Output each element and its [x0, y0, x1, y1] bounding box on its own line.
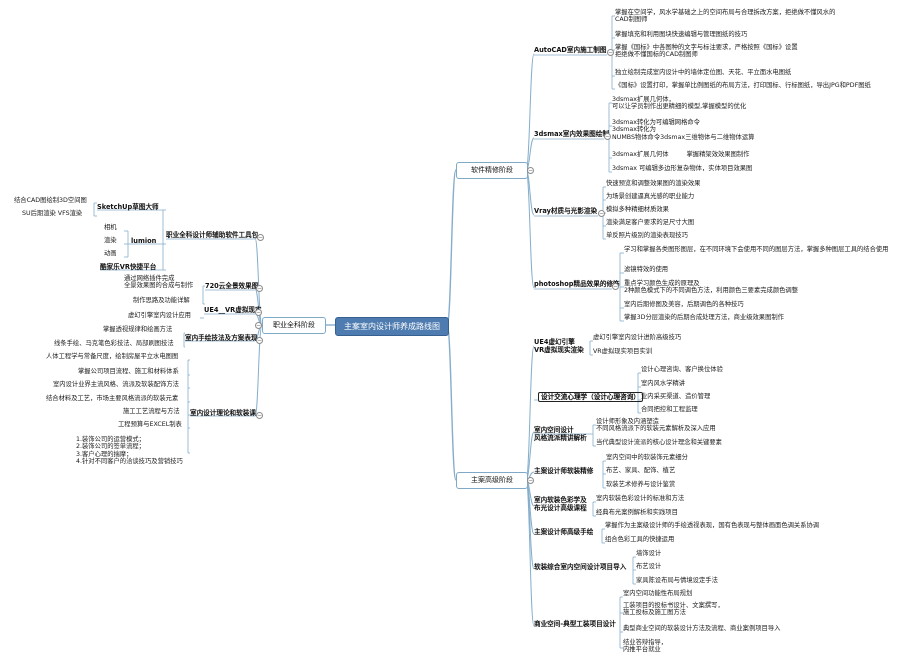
theory-item-2: 掌握公司项目流程、施工和材料体系	[78, 368, 179, 375]
topic-lumion[interactable]: lumion	[131, 237, 157, 245]
color-item-1: 室内软装色彩设计的标准和方法	[596, 495, 685, 502]
lumion-item-2: 渲染	[104, 237, 117, 244]
topic-advanced-hand[interactable]: 主案设计师高级手绘	[534, 528, 594, 536]
combo-item-2: 布艺设计	[636, 563, 662, 570]
collapse-toggle-vray[interactable]: −	[598, 210, 605, 217]
topic-soft-decoration[interactable]: 主案设计师软装精修	[534, 467, 594, 475]
commercial-item-4: 结业答辩指导， 内推平台就业	[623, 639, 668, 654]
psych-item-3: 业内采买渠道、造价管理	[641, 393, 711, 400]
topic-aux-tools[interactable]: 职业全科设计师辅助软件工具包	[166, 231, 259, 239]
topic-hand-drawing[interactable]: 室内手绘技法及方案表现	[185, 334, 258, 342]
ue4vr-item-2: VR虚拟现实项目实训	[593, 348, 653, 355]
ps-item-1: 学习和掌握各类图形图层，在不同环境下会使用不同的图层方法，掌握多种图层工具的结合…	[624, 246, 889, 253]
topic-design-theory[interactable]: 室内设计理论和软装课	[190, 409, 256, 417]
vray-item-1: 快速预览和调整效果图的渲染效果	[606, 180, 701, 187]
psych-item-2: 室内风水学精讲	[641, 380, 686, 387]
autocad-item-4: 独立绘制完成室内设计中的墙体定位图、天花、平立面水电图纸	[615, 69, 792, 76]
ps-item-4: 室内后期修图及美容，后期调色的各种技巧	[624, 301, 744, 308]
collapse-toggle-3dsmax[interactable]: −	[604, 133, 611, 140]
topic-autocad[interactable]: AutoCAD室内施工制图	[534, 46, 607, 54]
topic-sketchup[interactable]: SketchUp草图大师	[97, 203, 159, 211]
theory-item-4: 结合材料及工艺，市场主要风格流派的软装元素	[46, 395, 179, 402]
softmain-item-2: 布艺、家具、配饰、植艺	[606, 467, 676, 474]
branch-software[interactable]: 软件精修阶段	[456, 162, 528, 179]
hand-item-2: 线条手绘、马克笔色彩技法、局部刷图技法	[54, 340, 174, 347]
color-item-2: 经典布光案例解析和实践项目	[596, 509, 678, 516]
topic-project-import[interactable]: 软装综合室内空间设计项目导入	[534, 563, 627, 571]
softmain-item-1: 室内空间中的软装饰元素细分	[606, 454, 688, 461]
collapse-toggle-pano[interactable]: −	[256, 285, 263, 292]
commercial-item-3: 典型商业空间的软装设计方法及流程、商业案例项目导入	[623, 625, 781, 632]
autocad-item-5: 《国标》设置打印，掌握单比例图纸的布局方法，打印国标、行标图纸，导出JPG和PD…	[615, 82, 871, 89]
topic-ue4-vr[interactable]: UE4__VR虚拟现实	[204, 306, 262, 314]
collapse-toggle-photoshop[interactable]: −	[612, 283, 619, 290]
ps-item-3: 重点学习颜色生成的原理及 2种颜色模式下的不同调色方法，利用颜色三要素完成颜色调…	[624, 280, 799, 295]
commercial-item-1: 室内空间功能性布局规划	[623, 590, 693, 597]
theory-item-1: 人体工程学与常备尺度，绘制房屋平立水电图图	[46, 353, 179, 360]
collapse-toggle-autocad[interactable]: −	[607, 49, 614, 56]
topic-commercial[interactable]: 商业空间-典型工装项目设计	[534, 620, 616, 628]
combo-item-1: 墙饰设计	[636, 550, 662, 557]
lumion-item-3: 动画	[104, 250, 117, 257]
ue4vr-item-1: 虚幻引擎室内设计进阶高级技巧	[593, 334, 682, 341]
max-item-3: 3dsmax扩展几何体 掌握精架效效果图制作	[612, 151, 750, 158]
theory-item-6: 工程预算与EXCEL制表	[118, 421, 182, 428]
ps-item-2: 滤镜特效的使用	[624, 266, 669, 273]
topic-design-psychology[interactable]: 设计交流心理学（设计心理咨询）	[538, 392, 643, 402]
max-item-2: 3dsmax转化为可编辑网格命令 3dsmax转化为 NUMBS物体命令3dsm…	[612, 119, 755, 141]
max-item-4: 3dsmax 可编辑多边形复杂物体，实体项目效果图	[612, 165, 753, 172]
psych-item-1: 设计心理咨询、客户换位体验	[641, 366, 723, 373]
combo-item-3: 家具陈设布局与情境设定手法	[636, 577, 718, 584]
topic-kujiale-vr[interactable]: 酷家乐VR快捷平台	[100, 263, 157, 271]
space-item-1: 设计师形象及内涵塑造 不同风格流派下的软装元素解析及深入应用	[596, 418, 716, 433]
autocad-item-3: 掌握《国标》中各图种的文字与标注要求，严格按照《国标》设置 拒绝做不懂国标的CA…	[615, 44, 798, 59]
vray-item-3: 模拟多种精细材质效果	[606, 206, 669, 213]
topic-ue4-vr-advanced[interactable]: UE4虚幻引擎 VR虚拟现实渲染	[534, 338, 584, 354]
collapse-toggle-software[interactable]: −	[527, 167, 534, 174]
autocad-item-2: 掌握填充和利用图块快速编辑与管理图纸的技巧	[615, 31, 748, 38]
vray-item-5: 单反照片级别的渲染表现技巧	[606, 232, 688, 239]
collapse-toggle-theory[interactable]: −	[256, 412, 263, 419]
theory-item-5: 施工工艺流程与方法	[123, 408, 180, 415]
connector-0	[446, 169, 457, 326]
pano-item-1: 通过网络插件完成 全景效果图的合成与制作	[124, 275, 194, 290]
branch-advanced[interactable]: 主案高级阶段	[456, 472, 528, 489]
ps-item-5: 掌握3D分层渲染的后期合成处理方法，商业级效果图制作	[624, 314, 784, 321]
vray-item-2: 为场景创建逼真光感的职业能力	[606, 193, 695, 200]
collapse-toggle-aux[interactable]: −	[257, 234, 264, 241]
sketchup-item-1: 结合CAD图绘制3D空间图	[14, 197, 87, 204]
space-item-2: 当代典型设计流派的核心设计理念和关键要素	[596, 439, 722, 446]
root-topic[interactable]: 主案室内设计师养成路线图	[335, 317, 449, 336]
topic-720-pano[interactable]: 720云全景效果图	[205, 282, 259, 290]
theory-item-7: 1.装饰公司的运营模式； 2.装饰公司的签单流程； 3.客户心理的揣摩； 4.针…	[76, 436, 183, 466]
collapse-toggle-career[interactable]: −	[255, 322, 262, 329]
max-item-1: 3dsmax扩展几何体， 可以让学员制作出更精细的模型,掌握模型的优化	[612, 96, 747, 111]
psych-item-4: 合同把控和工程监理	[641, 406, 698, 413]
collapse-toggle-advanced[interactable]: −	[527, 477, 534, 484]
sketchup-item-2: SU后期渲染 VFS渲染	[22, 210, 83, 217]
ue4-item-1: 虚幻引擎室内设计应用	[128, 312, 191, 319]
hand-item-1: 掌握透视规律和绘画方法	[103, 326, 173, 333]
lumion-item-1: 相机	[104, 224, 117, 231]
connector-1	[446, 324, 457, 481]
topic-photoshop[interactable]: photoshop精品效果的修饰	[534, 280, 620, 288]
branch-career[interactable]: 职业全科阶段	[262, 317, 326, 334]
collapse-toggle-hand[interactable]: −	[256, 337, 263, 344]
theory-item-3: 室内设计业界主流风格、流派及软装配饰方法	[53, 381, 179, 388]
autocad-item-1: 掌握在空间学，风水学基础之上的空间布局与合理拆改方案，拒绝做不懂风水的 CAD制…	[615, 9, 836, 24]
topic-color-lighting[interactable]: 室内软装色彩学及 布光设计高级课程	[534, 496, 587, 512]
adv-hand-item-1: 掌握作为主案级设计师的手绘透视表现，国有色表现与整体画面色调关系协调	[605, 522, 820, 529]
pano-item-2: 制作思路及功能详解	[133, 297, 190, 304]
topic-space-style[interactable]: 室内空间设计 风格流派精讲解析	[534, 426, 587, 442]
vray-item-4: 渲染满足客户要求的足尺寸大图	[606, 219, 695, 226]
commercial-item-2: 工装项目的投标书设计、文案撰写， 施工投标及施工图方法	[623, 602, 724, 617]
collapse-toggle-ue4[interactable]: −	[255, 309, 262, 316]
topic-3dsmax[interactable]: 3dsmax室内效果图绘制	[534, 130, 609, 138]
topic-vray[interactable]: Vray材质与光影渲染	[534, 207, 598, 215]
adv-hand-item-2: 组合色彩工具的快捷运用	[605, 536, 675, 543]
softmain-item-3: 软装艺术修养与设计鉴赏	[606, 481, 676, 488]
